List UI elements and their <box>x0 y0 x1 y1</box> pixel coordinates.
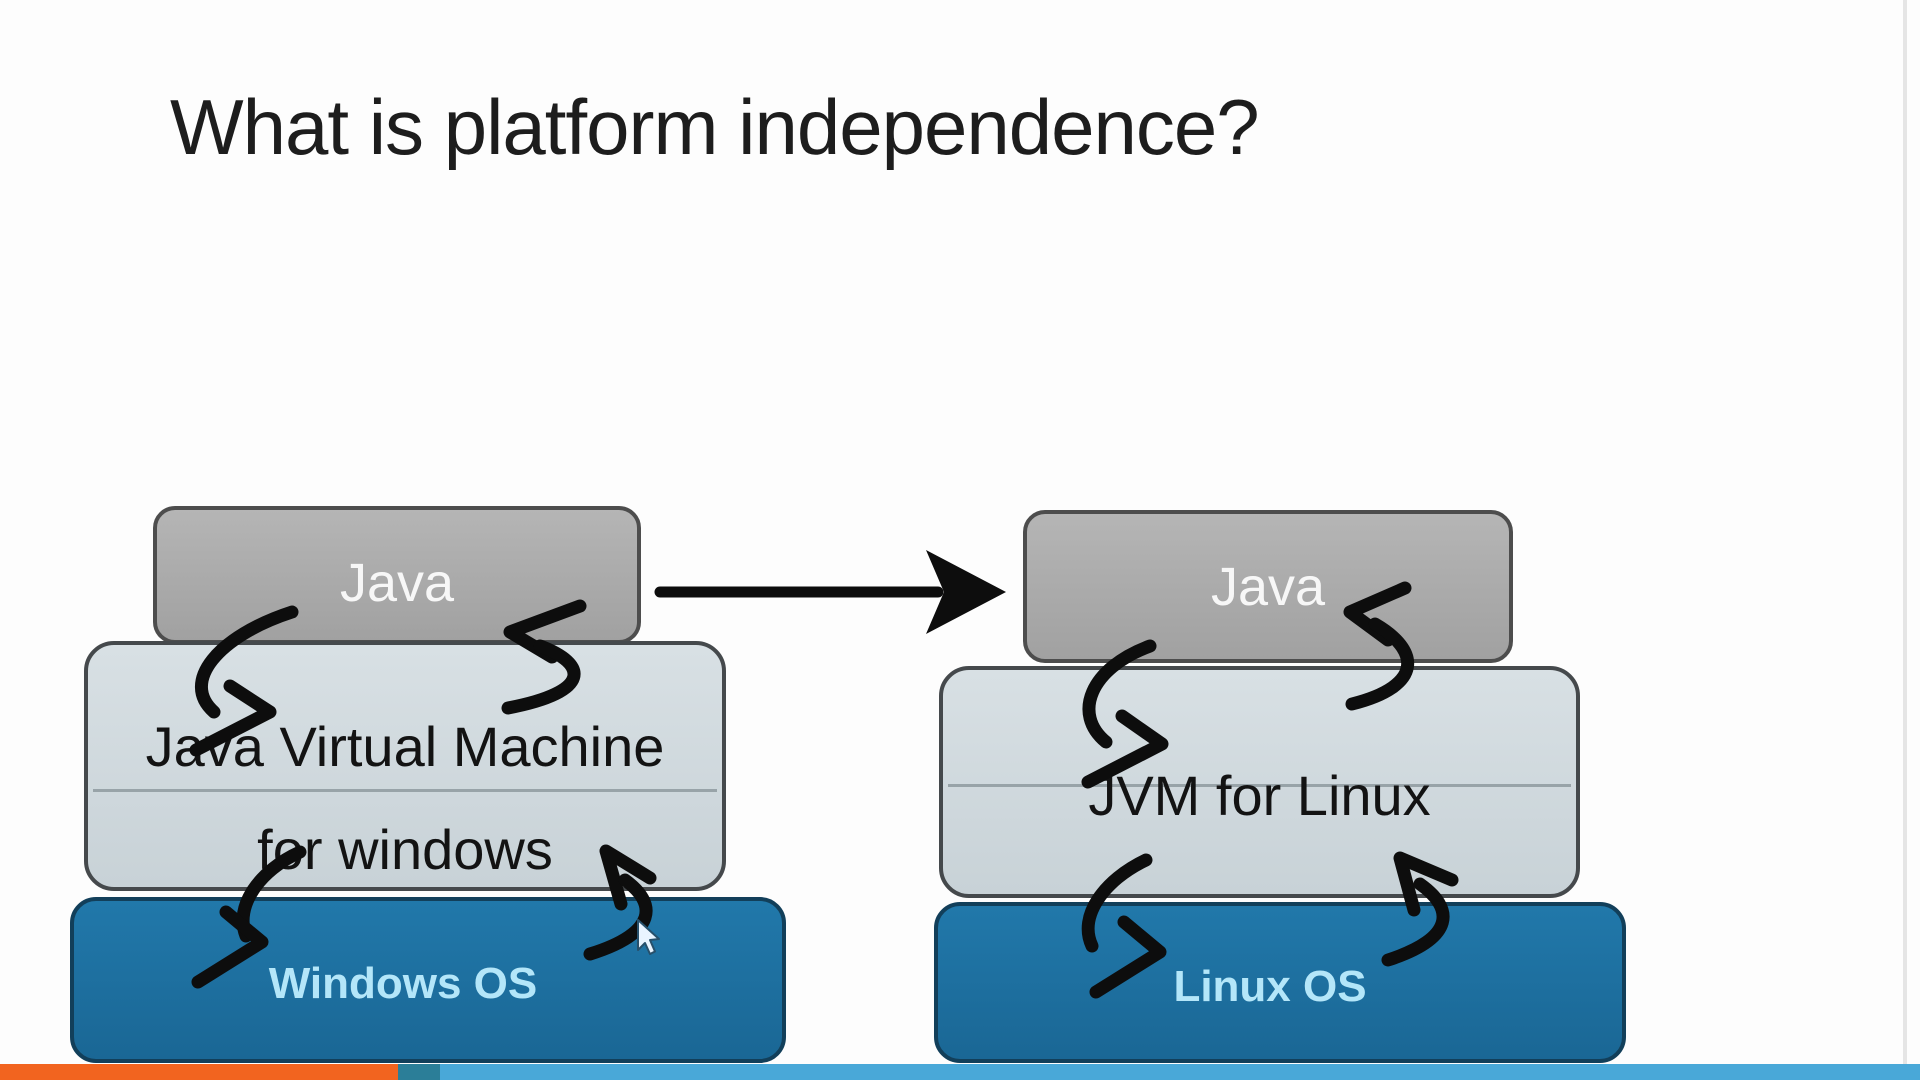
right-java-label: Java <box>1210 556 1326 617</box>
left-java-label: Java <box>339 553 455 613</box>
bottom-bar-blend <box>398 1064 440 1080</box>
right-jvm-divider <box>948 784 1571 787</box>
linux-os-label: Linux OS <box>1173 961 1367 1011</box>
left-java-box: Java <box>153 506 641 644</box>
slide-right-edge <box>1903 0 1907 1080</box>
left-jvm-divider <box>93 789 717 792</box>
linux-os-box: Linux OS <box>934 902 1626 1063</box>
bottom-bar-blue <box>440 1064 1920 1080</box>
windows-os-label: Windows OS <box>268 959 538 1008</box>
transfer-arrow-icon <box>654 550 1006 634</box>
left-jvm-label-line2: for windows <box>257 818 553 881</box>
left-jvm-box: Java Virtual Machine for windows <box>84 641 726 891</box>
bottom-bar-orange <box>0 1064 398 1080</box>
windows-os-box: Windows OS <box>70 897 786 1063</box>
right-jvm-label: JVM for Linux <box>1088 764 1431 827</box>
right-java-box: Java <box>1023 510 1513 663</box>
right-jvm-box: JVM for Linux <box>939 666 1580 898</box>
left-jvm-label-line1: Java Virtual Machine <box>145 715 665 778</box>
page-title: What is platform independence? <box>170 83 1260 171</box>
